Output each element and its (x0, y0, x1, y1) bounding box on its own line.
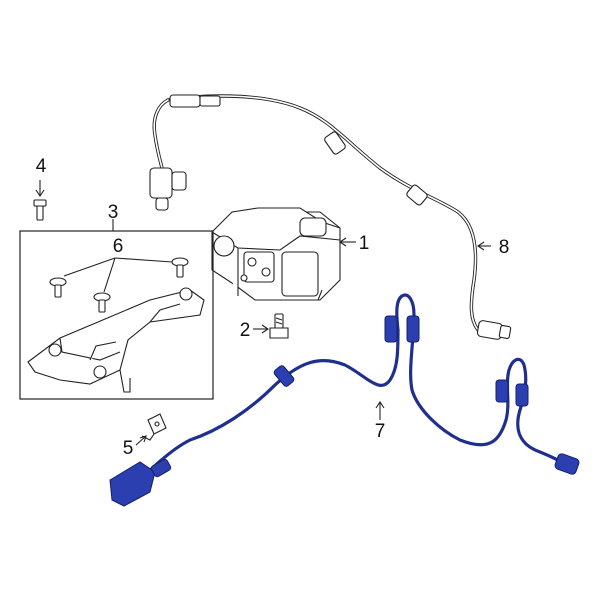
part-7-highlighted-harness[interactable] (109, 293, 580, 507)
callout-2: 2 (240, 320, 251, 341)
callout-7: 7 (375, 421, 386, 442)
part-3-bracket-box (19, 230, 214, 400)
callout-3: 3 (108, 202, 119, 223)
part-3-bracket[interactable] (27, 287, 205, 393)
callout-8: 8 (499, 237, 510, 258)
part-8-sensor-harness[interactable] (149, 94, 512, 340)
screw-b (93, 292, 111, 313)
part-2-bolt[interactable] (269, 313, 289, 339)
callout-5: 5 (123, 438, 134, 459)
part-4-screw[interactable] (33, 199, 47, 221)
screw-a (49, 277, 67, 298)
part-5-clip[interactable] (141, 413, 167, 441)
part-1-abs-module[interactable] (211, 207, 341, 301)
callout-6: 6 (113, 236, 124, 257)
callout-4: 4 (36, 156, 47, 177)
leader-lines (35, 180, 491, 446)
screw-c (171, 257, 189, 278)
callout-1: 1 (359, 233, 370, 254)
